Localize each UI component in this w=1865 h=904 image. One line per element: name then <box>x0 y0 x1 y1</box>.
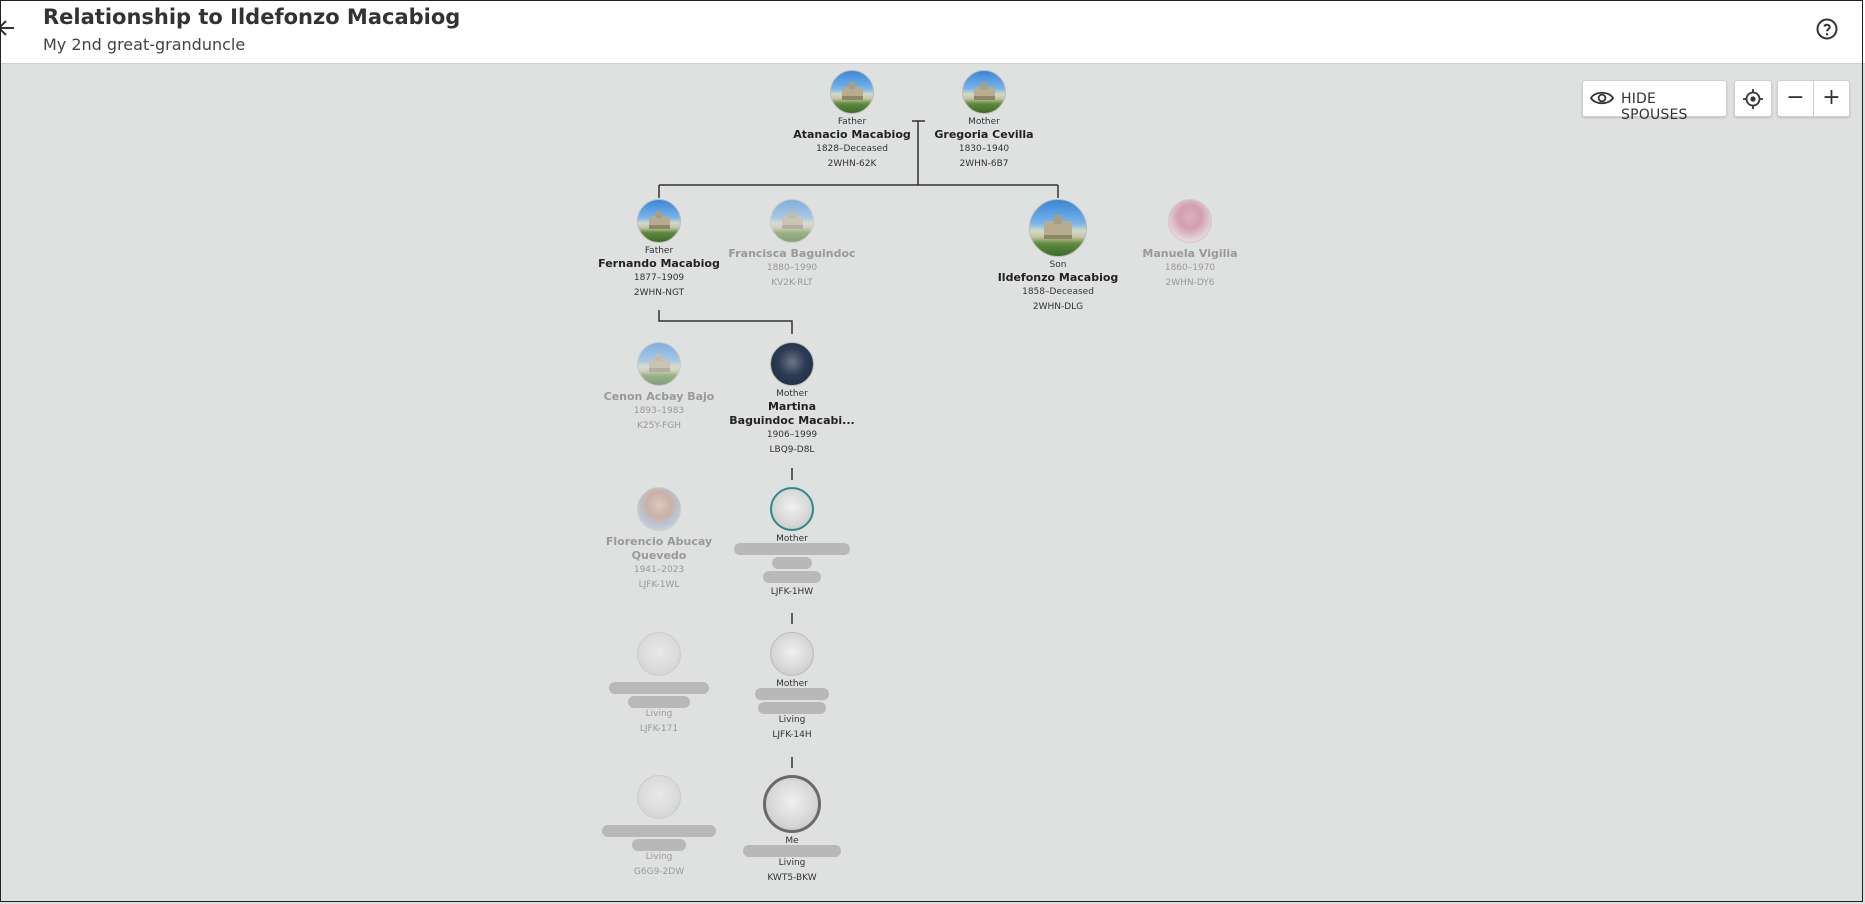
eye-icon <box>1589 89 1615 111</box>
zoom-controls: − + <box>1777 80 1850 117</box>
relationship-label: Mother <box>776 534 808 544</box>
avatar <box>962 70 1006 114</box>
person-name: Gregoria Cevilla <box>934 128 1034 141</box>
page-header: Relationship to Ildefonzo Macabiog My 2n… <box>0 0 1865 64</box>
person-card-gen5-spouse[interactable]: Living LJFK-171 <box>559 632 759 735</box>
person-dates: 1877–1909 <box>633 273 685 283</box>
redacted-name <box>755 688 829 700</box>
person-card-gen6-spouse[interactable]: Living G6G9-2DW <box>559 775 759 878</box>
zoom-in-button[interactable]: + <box>1822 85 1841 110</box>
redacted-name <box>628 696 690 708</box>
person-id: G6G9-2DW <box>633 867 685 877</box>
avatar <box>637 487 681 531</box>
person-dates: Living <box>645 709 673 719</box>
redacted-name <box>772 557 812 569</box>
person-name: Cenon Acbay Bajo <box>603 390 715 403</box>
redacted-name <box>602 825 716 837</box>
person-name: Fernando Macabiog <box>598 257 720 270</box>
person-name: Atanacio Macabiog <box>793 128 911 141</box>
person-id: LJFK-14H <box>772 730 812 740</box>
person-id: 2WHN-62K <box>827 159 877 169</box>
person-name-line1: Florencio Abucay <box>605 535 713 548</box>
avatar <box>637 775 681 819</box>
zoom-out-button[interactable]: − <box>1778 81 1814 116</box>
person-name: Ildefonzo Macabiog <box>997 271 1119 284</box>
person-card-gen4-mother[interactable]: Mother LJFK-1HW <box>692 487 892 598</box>
help-icon[interactable] <box>1815 17 1839 41</box>
person-dates: 1893–1983 <box>633 406 685 416</box>
redacted-name <box>743 845 841 857</box>
redacted-name <box>758 702 826 714</box>
person-dates: 1858–Deceased <box>1022 287 1094 297</box>
person-dates: 1860–1970 <box>1164 263 1216 273</box>
person-card-cenon[interactable]: Cenon Acbay Bajo 1893–1983 K25Y-FGH <box>559 342 759 432</box>
person-card-martina[interactable]: Mother Martina Baguindoc Macabi... 1906–… <box>692 342 892 456</box>
hide-spouses-label: HIDE SPOUSES <box>1621 91 1688 123</box>
person-dates: 1880–1990 <box>766 263 818 273</box>
person-card-me[interactable]: Me Living KWT5-BKW <box>692 775 892 884</box>
avatar <box>1029 199 1087 257</box>
relationship-label: Mother <box>776 389 808 399</box>
person-id: 2WHN-6B7 <box>959 159 1009 169</box>
person-dates: Living <box>645 852 673 862</box>
person-dates: Living <box>778 858 806 868</box>
relationship-label: Father <box>837 117 867 127</box>
person-dates: 1830–1940 <box>958 144 1010 154</box>
person-id: 2WHN-DY6 <box>1165 278 1215 288</box>
person-card-gregoria[interactable]: Mother Gregoria Cevilla 1830–1940 2WHN-6… <box>884 70 1084 170</box>
person-card-atanacio[interactable]: Father Atanacio Macabiog 1828–Deceased 2… <box>752 70 952 170</box>
avatar <box>1168 199 1212 243</box>
person-id: 2WHN-NGT <box>633 288 685 298</box>
avatar <box>770 342 814 386</box>
person-dates: 1828–Deceased <box>816 144 888 154</box>
person-card-fernando[interactable]: Father Fernando Macabiog 1877–1909 2WHN-… <box>559 199 759 299</box>
relationship-label: Son <box>1049 260 1067 270</box>
person-id: LJFK-1HW <box>770 587 814 597</box>
person-id: KWT5-BKW <box>767 873 817 883</box>
hide-spouses-button[interactable]: HIDE SPOUSES <box>1582 80 1727 123</box>
avatar <box>637 342 681 386</box>
person-card-ildefonzo[interactable]: Son Ildefonzo Macabiog 1858–Deceased 2WH… <box>958 199 1158 313</box>
redacted-name <box>734 543 850 555</box>
relationship-label: Mother <box>968 117 1000 127</box>
avatar <box>763 775 821 833</box>
redacted-dates <box>763 571 821 583</box>
locate-button[interactable] <box>1734 80 1772 117</box>
relationship-label: Father <box>644 246 674 256</box>
person-id: LJFK-171 <box>639 724 679 734</box>
person-name: Francisca Baguindoc <box>728 247 856 260</box>
person-card-manuela[interactable]: Manuela Vigilia 1860–1970 2WHN-DY6 <box>1090 199 1290 289</box>
person-id: LJFK-1WL <box>638 580 680 590</box>
page-subtitle: My 2nd great-granduncle <box>43 35 246 54</box>
person-card-gen5-mother[interactable]: Mother Living LJFK-14H <box>692 632 892 741</box>
person-name: Manuela Vigilia <box>1142 247 1238 260</box>
avatar <box>637 632 681 676</box>
avatar <box>770 487 814 531</box>
person-id: 2WHN-DLG <box>1032 302 1084 312</box>
redacted-name <box>632 839 686 851</box>
redacted-name <box>609 682 709 694</box>
person-id: KV2K-RLT <box>771 278 813 288</box>
relationship-label: Me <box>785 836 799 846</box>
person-card-florencio[interactable]: Florencio Abucay Quevedo 1941–2023 LJFK-… <box>559 487 759 591</box>
avatar <box>770 199 814 243</box>
locate-icon <box>1743 89 1763 109</box>
back-arrow-icon[interactable] <box>0 16 20 40</box>
avatar <box>830 70 874 114</box>
person-dates: 1906–1999 <box>766 430 818 440</box>
person-id: K25Y-FGH <box>637 421 681 431</box>
person-name-line1: Martina <box>767 400 817 413</box>
person-dates: 1941–2023 <box>633 565 685 575</box>
person-dates: Living <box>778 715 806 725</box>
avatar <box>770 632 814 676</box>
relationship-label: Mother <box>776 679 808 689</box>
person-name-line2: Quevedo <box>631 549 687 562</box>
page-title: Relationship to Ildefonzo Macabiog <box>43 5 461 29</box>
avatar <box>637 199 681 243</box>
person-name-line2: Baguindoc Macabi... <box>729 414 855 427</box>
person-card-francisca[interactable]: Francisca Baguindoc 1880–1990 KV2K-RLT <box>692 199 892 289</box>
person-id: LBQ9-D8L <box>769 445 815 455</box>
